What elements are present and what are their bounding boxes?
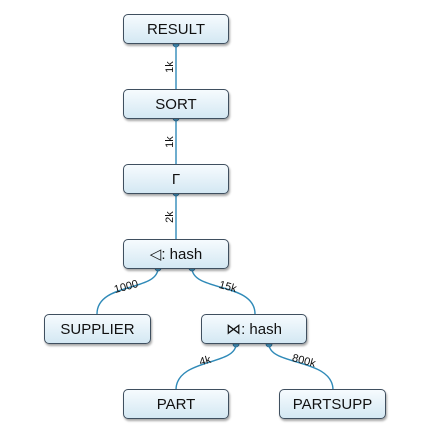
node-supplier: SUPPLIER xyxy=(44,314,151,344)
edge-label-partsupp-hash2: 800k xyxy=(291,352,318,370)
edge-supplier-hash1 xyxy=(96,267,159,315)
edge-label-hash1-gamma: 2k xyxy=(164,211,176,223)
node-hash-join-1: ◁: hash xyxy=(123,239,229,269)
edge-label-hash2-hash1: 15k xyxy=(218,279,239,295)
edge-hash2-hash1 xyxy=(191,267,256,315)
node-gamma: Γ xyxy=(123,164,229,194)
edge-label-supplier-hash1: 1000 xyxy=(113,278,140,296)
edge-partsupp-hash2 xyxy=(268,343,334,391)
node-hash-join-2: ⋈: hash xyxy=(201,314,307,344)
node-result: RESULT xyxy=(123,14,229,44)
edge-label-part-hash2: 4k xyxy=(198,354,213,369)
node-sort: SORT xyxy=(123,89,229,119)
node-partsupp: PARTSUPP xyxy=(279,389,386,419)
edge-part-hash2 xyxy=(175,343,237,391)
node-part: PART xyxy=(123,389,229,419)
edge-label-gamma-sort: 1k xyxy=(164,136,176,148)
edge-label-sort-result: 1k xyxy=(164,61,176,73)
